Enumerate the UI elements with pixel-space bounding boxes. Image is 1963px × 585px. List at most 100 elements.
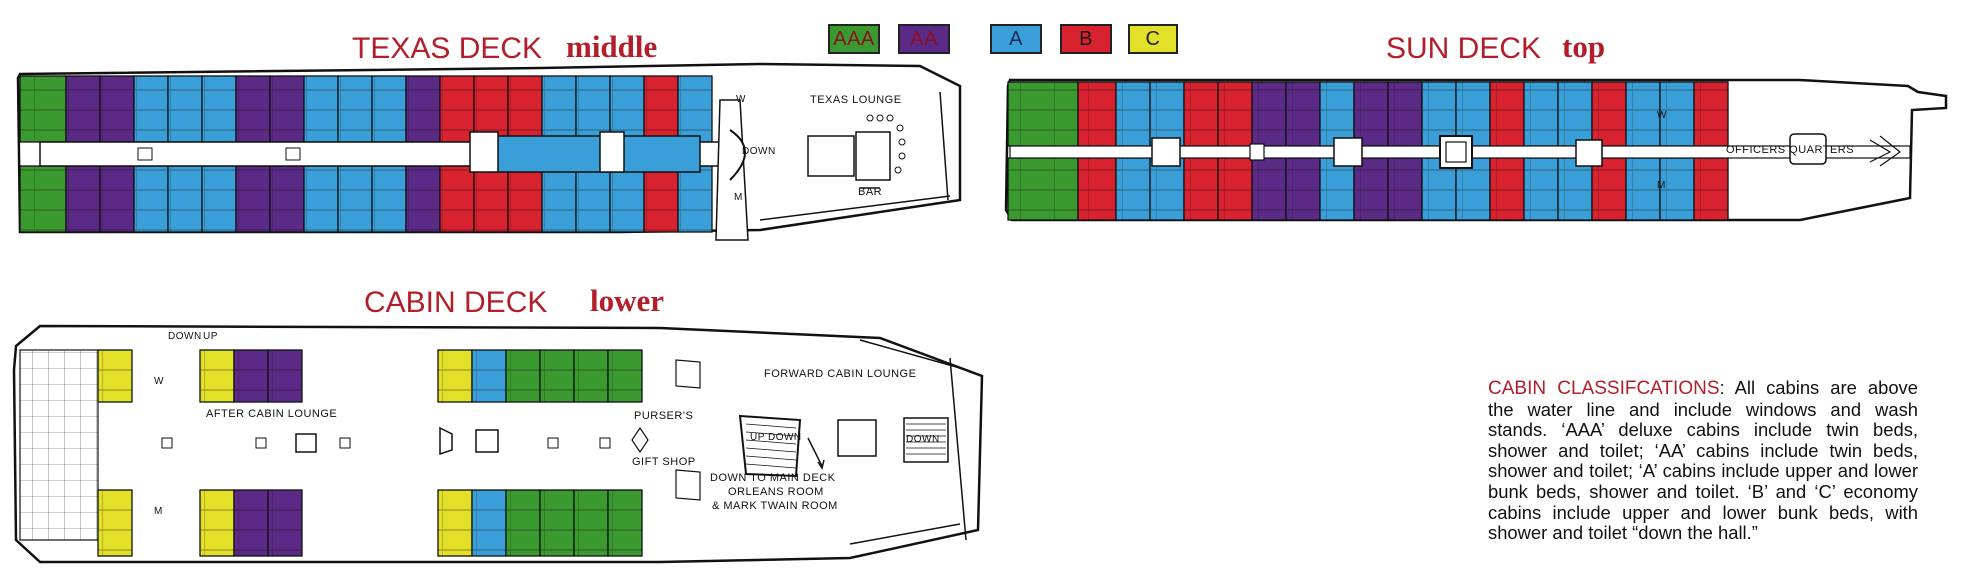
texas-deck-tag: middle (566, 29, 658, 64)
texas-cabin-lines (66, 76, 100, 142)
cabin-cabin-lines (540, 350, 574, 402)
sun-deck-tag: top (1562, 29, 1606, 64)
sun-cabin-lines (1592, 82, 1626, 146)
sun-cabin-lines (1558, 158, 1592, 220)
sun-cabin-lines (1694, 82, 1728, 146)
cabin-cabin-lines (98, 490, 132, 556)
legend-c: C (1128, 24, 1178, 54)
sun-cabin-lines (1354, 158, 1388, 220)
cabin-cabin-lines (268, 350, 302, 402)
orleans-room-label: ORLEANS ROOM (728, 486, 824, 498)
texas-cabin-lines (270, 166, 304, 232)
texas-cabin-lines (474, 76, 508, 142)
legend-aa: AA (898, 24, 950, 54)
texas-m-label: M (734, 192, 743, 203)
cabin-cabin-lines (472, 350, 506, 402)
sun-cabin-lines (1218, 158, 1252, 220)
texas-cabin-lines (406, 76, 440, 142)
cabin-deck-title: CABIN DECK (364, 286, 548, 319)
sun-cabin-lines (1626, 82, 1660, 146)
sun-cabin-lines (1524, 158, 1558, 220)
texas-cabin-lines (338, 166, 372, 232)
cabin-cabin-blocks (97, 349, 643, 557)
sun-cabin-lines (1354, 82, 1388, 146)
forward-stair-label: DOWN (906, 434, 940, 445)
legend-aaa: AAA (828, 24, 880, 54)
sun-deck-title: SUN DECK (1386, 32, 1542, 65)
sun-cabin-lines (1694, 158, 1728, 220)
texas-cabin-lines (440, 166, 474, 232)
texas-cabin-lines (678, 76, 712, 142)
sun-cabin-lines (1150, 82, 1184, 146)
texas-cabin-lines (270, 76, 304, 142)
texas-cabin-lines (66, 166, 100, 232)
gift-shop-label: GIFT SHOP (632, 456, 696, 468)
texas-cabin-lines (474, 166, 508, 232)
texas-cabin-lines (644, 166, 678, 232)
sun-cabin-lines (1320, 82, 1354, 146)
sun-cabin-lines (1660, 82, 1694, 146)
officers-quarters-label: OFFICERS QUARTERS (1726, 144, 1855, 156)
cabin-cabin-lines (268, 490, 302, 556)
texas-cabin-lines (644, 76, 678, 142)
texas-cabin-lines (100, 166, 134, 232)
texas-cabin-lines (610, 166, 644, 232)
cabin-cabin-lines (540, 490, 574, 556)
texas-lounge-label: TEXAS LOUNGE (810, 94, 902, 106)
texas-cabin-lines (202, 76, 236, 142)
cabin-w-label: W (154, 376, 164, 387)
sun-cabin-lines (1558, 82, 1592, 146)
sun-cabin-lines (1524, 82, 1558, 146)
texas-deck (16, 62, 962, 241)
sun-cabin-lines (1184, 82, 1218, 146)
sun-cabin-lines (1008, 82, 1078, 146)
sun-cabin-lines (1078, 82, 1116, 146)
texas-cabin-lines (304, 166, 338, 232)
legend-a: A (990, 24, 1042, 54)
sun-m-label: M (1657, 180, 1666, 191)
sun-w-label: W (1657, 110, 1667, 121)
cabin-cabin-lines (200, 490, 234, 556)
legend-b: B (1060, 24, 1112, 54)
classification-heading: CABIN CLASSIFCATIONS (1488, 378, 1720, 399)
sun-cabin-lines (1218, 82, 1252, 146)
cabin-deck-tag: lower (590, 283, 665, 318)
cabin-cabin-lines (234, 490, 268, 556)
texas-down-label: DOWN (742, 146, 776, 157)
sun-cabin-lines (1252, 82, 1286, 146)
cabin-deck (12, 324, 984, 564)
texas-cabin-lines (236, 166, 270, 232)
sun-deck (1004, 78, 1948, 222)
after-cabin-lounge-label: AFTER CABIN LOUNGE (206, 408, 338, 420)
sun-cabin-lines (1388, 158, 1422, 220)
sun-cabin-lines (1660, 158, 1694, 220)
sun-cabin-lines (1078, 158, 1116, 220)
texas-cabin-lines (576, 76, 610, 142)
sun-cabin-lines (1286, 158, 1320, 220)
texas-bar-label: BAR (858, 186, 883, 198)
sun-cabin-lines (1320, 158, 1354, 220)
cabin-cabin-lines (438, 490, 472, 556)
cabin-cabin-lines (200, 350, 234, 402)
sun-cabin-blocks (1007, 81, 1729, 221)
texas-cabin-lines (610, 76, 644, 142)
sun-cabin-lines (1184, 158, 1218, 220)
sun-cabin-lines (1490, 158, 1524, 220)
texas-cabin-lines (20, 76, 66, 142)
texas-cabin-lines (406, 166, 440, 232)
texas-cabin-lines (134, 166, 168, 232)
texas-cabin-lines (338, 76, 372, 142)
texas-cabin-lines (440, 76, 474, 142)
sun-cabin-lines (1592, 158, 1626, 220)
texas-bar (855, 131, 891, 181)
texas-cabin-lines (100, 76, 134, 142)
cabin-cabin-lines (506, 490, 540, 556)
cabin-cabin-lines (608, 350, 642, 402)
cabin-cabin-lines (234, 350, 268, 402)
sun-cabin-lines (1388, 82, 1422, 146)
texas-cabin-lines (372, 166, 406, 232)
texas-cabin-lines (236, 76, 270, 142)
texas-deck-title: TEXAS DECK (352, 32, 543, 65)
texas-cabin-lines (168, 166, 202, 232)
